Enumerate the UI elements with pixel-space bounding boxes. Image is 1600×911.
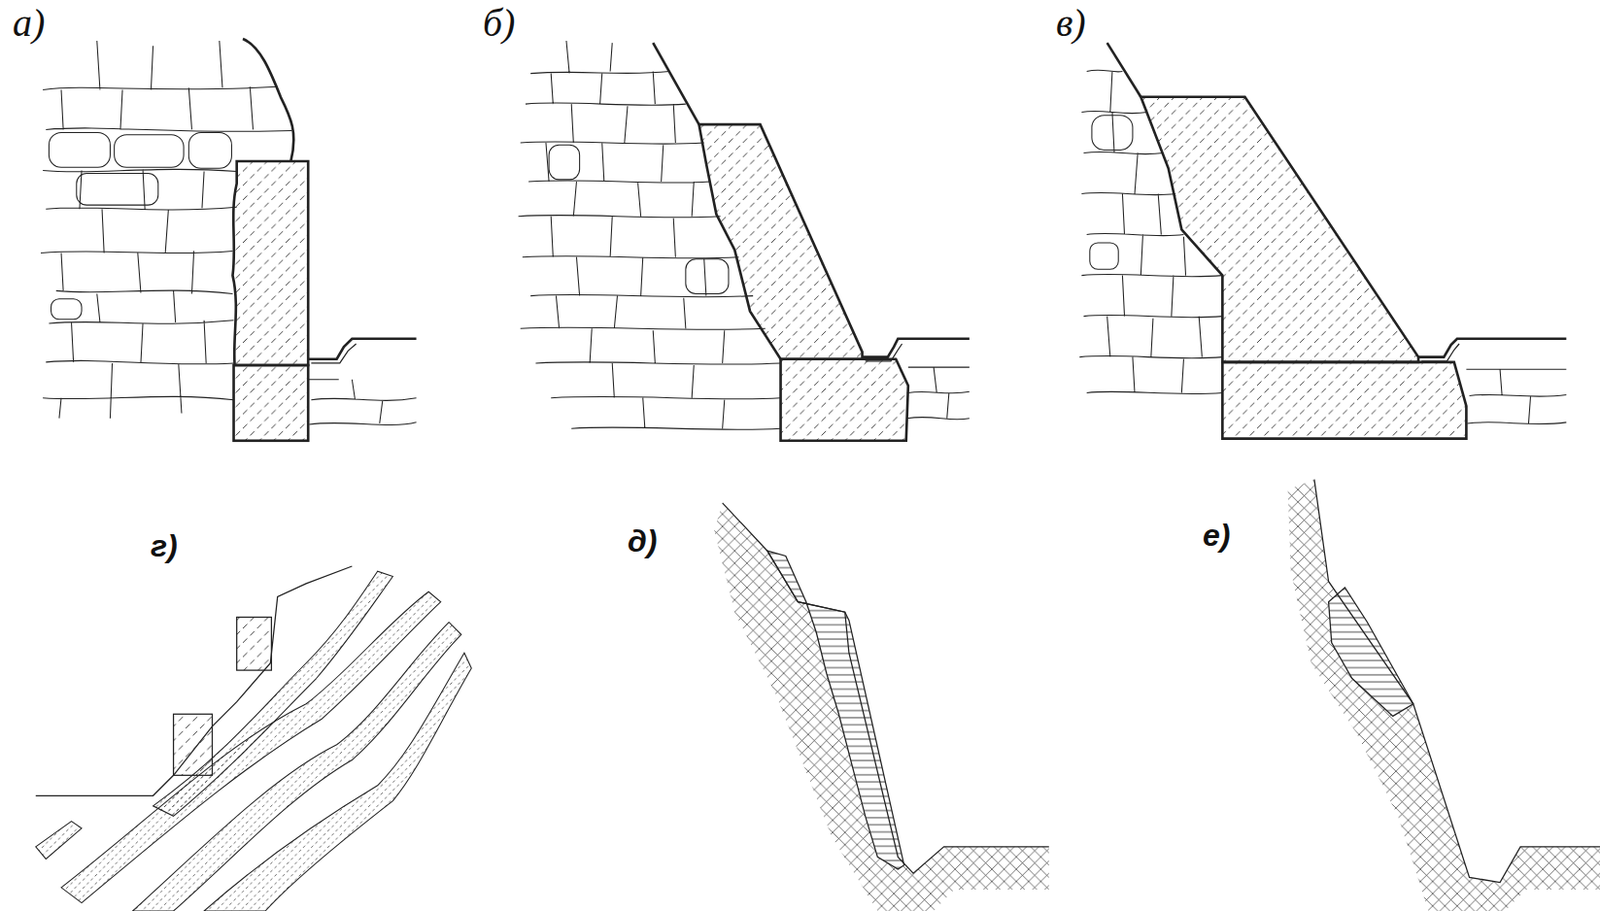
ground-ditch xyxy=(862,339,970,358)
rock-block xyxy=(76,173,159,206)
ditch-lining xyxy=(310,343,356,364)
panel-e xyxy=(714,503,1050,911)
panel-d xyxy=(35,566,473,911)
wall-foundation xyxy=(781,359,909,442)
rock-block xyxy=(188,133,232,170)
slope-surface xyxy=(242,38,294,162)
rock-block xyxy=(51,299,83,320)
slope-surface xyxy=(35,566,353,796)
lining-fill xyxy=(1328,587,1414,716)
rock-stratum xyxy=(204,652,472,911)
retaining-wall xyxy=(237,616,273,671)
ditch-lining xyxy=(865,343,903,362)
slope-surface xyxy=(1314,479,1600,884)
panel-label: а) xyxy=(12,3,45,43)
ground-ditch xyxy=(1418,339,1566,358)
rock-block xyxy=(685,259,729,295)
wall-foundation xyxy=(1222,362,1466,440)
rock-block xyxy=(1089,242,1119,270)
panel-label: д) xyxy=(627,525,657,557)
lining-fill xyxy=(767,550,905,870)
panel-label: б) xyxy=(482,3,515,43)
rock-stratum xyxy=(61,591,442,903)
concrete-lining xyxy=(1328,587,1414,716)
slope-surface xyxy=(652,42,699,125)
rock-mass xyxy=(714,503,1050,911)
retaining-wall xyxy=(1140,97,1419,363)
panel-label: в) xyxy=(1055,3,1087,43)
panel-a xyxy=(40,38,417,442)
retaining-wall xyxy=(699,124,863,360)
retaining-wall xyxy=(173,714,213,776)
slope-surface xyxy=(722,503,1050,874)
retaining-wall xyxy=(232,161,308,366)
rock-cracks xyxy=(40,40,417,426)
slope-surface xyxy=(1107,42,1142,98)
rock-block xyxy=(1091,115,1133,151)
wall-foundation xyxy=(234,365,309,442)
concrete-lining xyxy=(767,550,905,870)
panel-label: г) xyxy=(150,530,178,562)
panel-f xyxy=(1288,479,1600,911)
ditch-lining xyxy=(1421,343,1460,362)
rock-stratum xyxy=(153,571,394,817)
ground-ditch xyxy=(307,339,416,360)
panel-label: е) xyxy=(1202,519,1230,551)
rock-mass xyxy=(1288,479,1600,911)
panel-c xyxy=(1079,42,1566,440)
rock-block xyxy=(114,135,184,169)
rock-block xyxy=(48,133,110,169)
rock-block xyxy=(548,144,580,180)
rock-stratum xyxy=(35,821,82,860)
panel-b xyxy=(518,40,970,442)
